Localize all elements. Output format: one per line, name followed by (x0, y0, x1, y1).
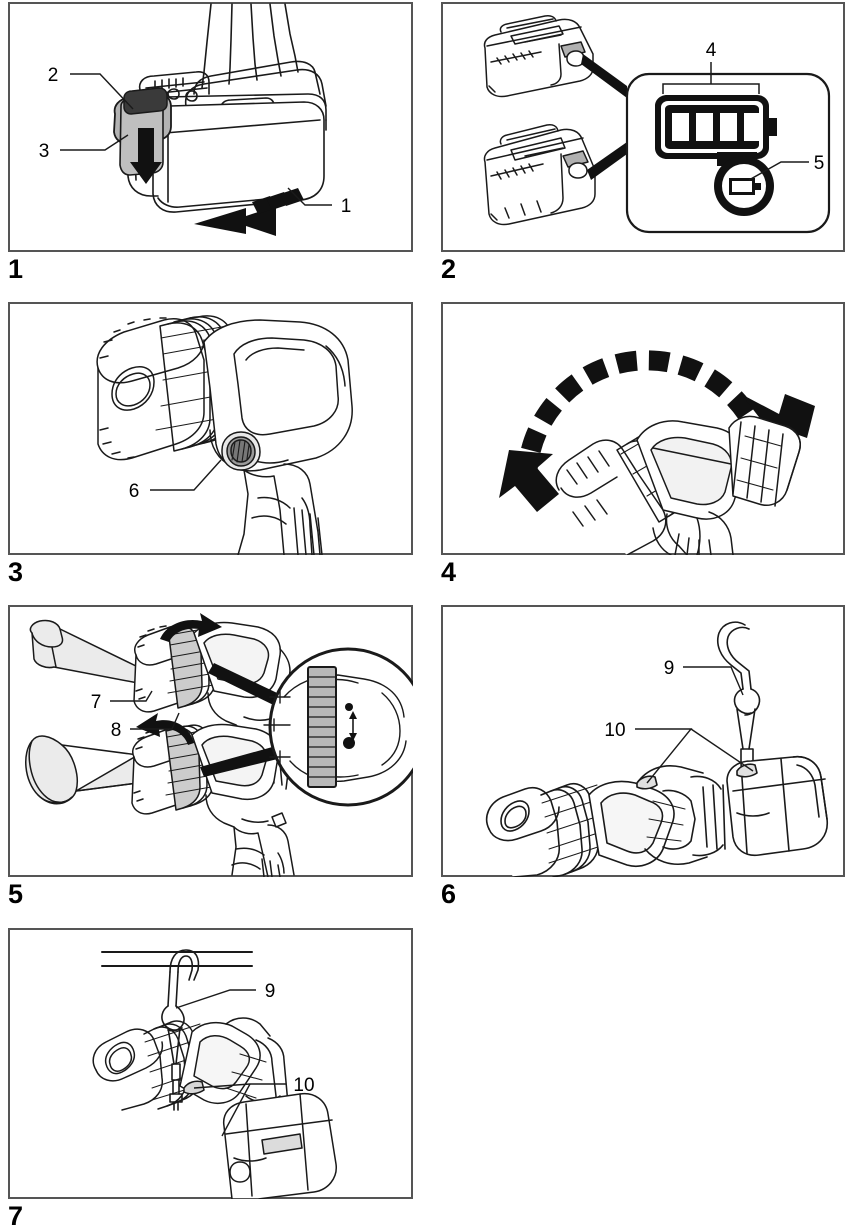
figure-5-callout-8: 8 (111, 720, 122, 741)
figure-6-callout-10: 10 (604, 720, 625, 741)
figure-6-callout-9: 9 (664, 658, 675, 679)
figure-3-callout-6: 6 (129, 481, 140, 502)
figure-7-callout-9: 9 (265, 981, 276, 1002)
figure-1-callout-1: 1 (341, 196, 352, 217)
figure-2-number: 2 (441, 254, 456, 284)
figure-6: 9 10 (441, 605, 845, 877)
figure-5: 7 8 (8, 605, 413, 877)
figure-2-callout-4: 4 (706, 40, 717, 61)
figure-7-illustration: 9 10 (92, 949, 337, 1199)
figure-6-number: 6 (441, 879, 456, 909)
figure-2-illustration: 4 5 (483, 15, 831, 234)
figure-1: 2 3 1 (8, 2, 413, 252)
figure-7-number: 7 (8, 1201, 23, 1229)
figure-4-number: 4 (441, 557, 456, 587)
figure-7-callout-10: 10 (293, 1075, 314, 1096)
figure-3-number: 3 (8, 557, 23, 587)
indicator-lamp-segments (672, 113, 759, 141)
figure-4-illustration (499, 350, 815, 555)
figure-2: 4 5 (441, 2, 845, 252)
figure-5-callout-7: 7 (91, 692, 102, 713)
figure-5-number: 5 (8, 879, 23, 909)
figure-1-callout-2: 2 (48, 65, 59, 86)
figure-6-illustration: 9 10 (485, 621, 828, 877)
figure-3-illustration: 6 (96, 315, 353, 555)
rotation-arc (516, 350, 756, 483)
figure-1-callout-3: 3 (39, 141, 50, 162)
figure-2-callout-5: 5 (814, 153, 825, 174)
figure-7: 9 10 (8, 928, 413, 1199)
figure-3: 6 (8, 302, 413, 555)
figure-4 (441, 302, 845, 555)
figure-5-illustration: 7 8 (25, 613, 413, 877)
figure-1-number: 1 (8, 254, 23, 284)
figure-1-illustration: 2 3 1 (39, 3, 352, 236)
